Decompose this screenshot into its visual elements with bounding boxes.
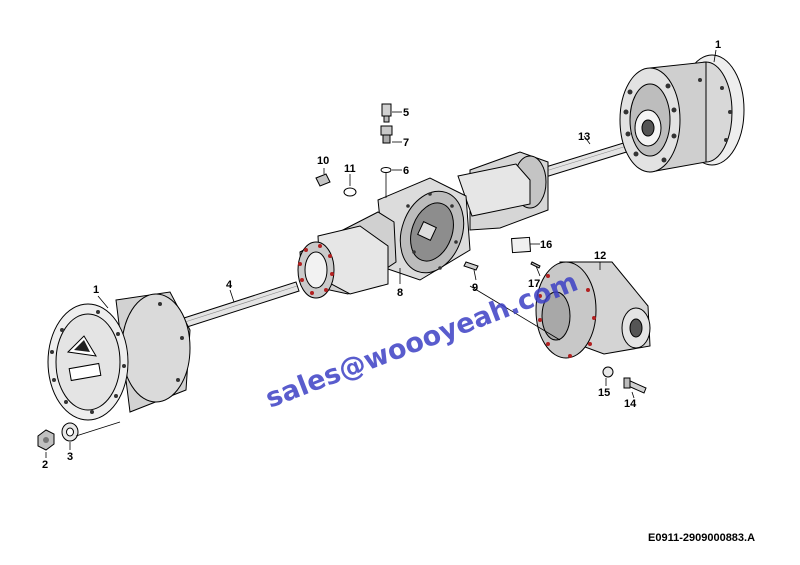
figure-code: E0911-2909000883.A <box>648 532 755 544</box>
callout-15: 15 <box>598 387 610 399</box>
rivet-17 <box>530 261 541 269</box>
callout-17: 17 <box>528 278 540 290</box>
drain-plug <box>315 173 331 187</box>
callout-11: 11 <box>344 163 356 175</box>
o-ring <box>343 187 357 197</box>
hub-nut <box>37 429 55 451</box>
identification-plate <box>510 236 532 254</box>
differential-carrier <box>535 261 651 359</box>
callout-7: 7 <box>403 137 409 149</box>
callout-9: 9 <box>472 282 478 294</box>
washer <box>61 422 79 442</box>
callout-1-right: 1 <box>715 39 721 51</box>
callout-4: 4 <box>226 279 233 291</box>
differential-bolt <box>623 377 647 394</box>
callout-13: 13 <box>578 131 590 143</box>
hub-logo-plate <box>68 362 102 382</box>
leader-lines <box>45 49 717 458</box>
callout-8: 8 <box>397 287 403 299</box>
axle-housing <box>297 151 549 299</box>
axle-shaft-left <box>183 281 300 328</box>
callout-16: 16 <box>540 239 552 251</box>
callout-5: 5 <box>403 107 409 119</box>
wheel-hub-left <box>47 291 191 421</box>
callout-1-left: 1 <box>93 284 99 296</box>
wheel-hub-right <box>619 54 745 173</box>
callout-12: 12 <box>594 250 606 262</box>
screw-9 <box>463 261 479 271</box>
callout-6: 6 <box>403 165 409 177</box>
differential-washer <box>602 366 614 378</box>
callout-14: 14 <box>624 398 637 410</box>
breather-fitting-stack <box>380 103 393 198</box>
callout-2: 2 <box>42 459 48 471</box>
callout-labels: 1 1 2 3 4 5 6 7 8 9 10 11 12 13 14 15 16… <box>42 39 721 471</box>
callout-3: 3 <box>67 451 73 463</box>
callout-10: 10 <box>317 155 329 167</box>
axle-shaft-right <box>535 140 634 180</box>
